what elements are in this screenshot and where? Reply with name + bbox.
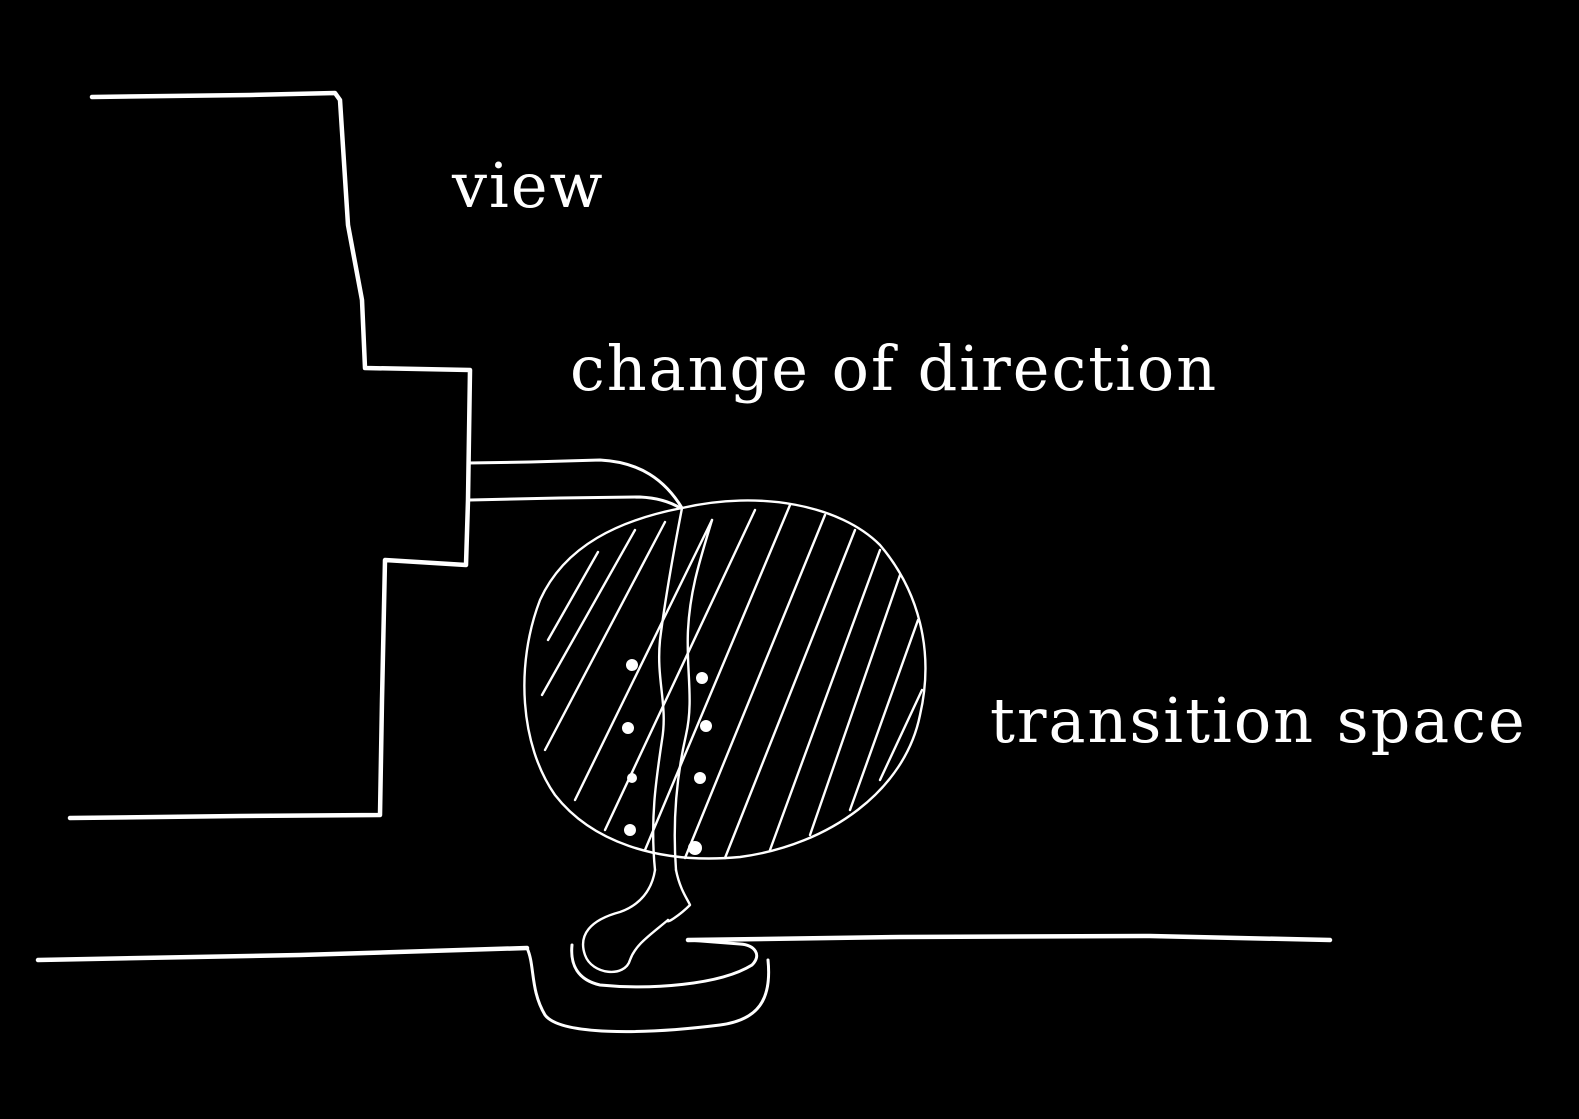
- label-change-of-direction: change of direction: [570, 332, 1218, 405]
- recess-inner: [570, 938, 759, 989]
- dot: [626, 659, 638, 671]
- hatch-line: [723, 528, 857, 860]
- dot: [694, 772, 706, 784]
- dot: [700, 720, 712, 732]
- hatch-line: [573, 518, 714, 802]
- circle-hatching: [540, 503, 924, 860]
- entry-path-upper: [466, 458, 684, 510]
- circle-dots: [622, 659, 712, 855]
- label-transition-space: transition space: [990, 684, 1527, 757]
- street-line-right: [685, 933, 1333, 943]
- hatch-line: [808, 573, 902, 837]
- transition-space-circle: [523, 499, 927, 860]
- descending-path-right: [666, 868, 692, 923]
- label-view: view: [451, 149, 605, 222]
- hatch-line: [540, 528, 637, 697]
- hatch-line: [768, 548, 882, 852]
- recess-outer: [525, 946, 771, 1034]
- winding-path-right: [673, 518, 714, 872]
- winding-path-left: [651, 506, 684, 872]
- hatch-line: [546, 550, 600, 642]
- hatch-line: [643, 503, 792, 852]
- dot: [688, 841, 702, 855]
- hatch-line: [878, 688, 924, 782]
- building-outline: [67, 90, 473, 821]
- street-line-left: [35, 945, 530, 963]
- hatch-line: [543, 520, 667, 752]
- dot: [624, 824, 636, 836]
- hatch-line: [683, 513, 827, 860]
- dot: [627, 773, 637, 783]
- hatch-line: [848, 618, 920, 812]
- dot: [622, 722, 634, 734]
- dot: [696, 672, 708, 684]
- descending-path-left: [581, 868, 670, 974]
- entry-path-lower: [468, 495, 682, 510]
